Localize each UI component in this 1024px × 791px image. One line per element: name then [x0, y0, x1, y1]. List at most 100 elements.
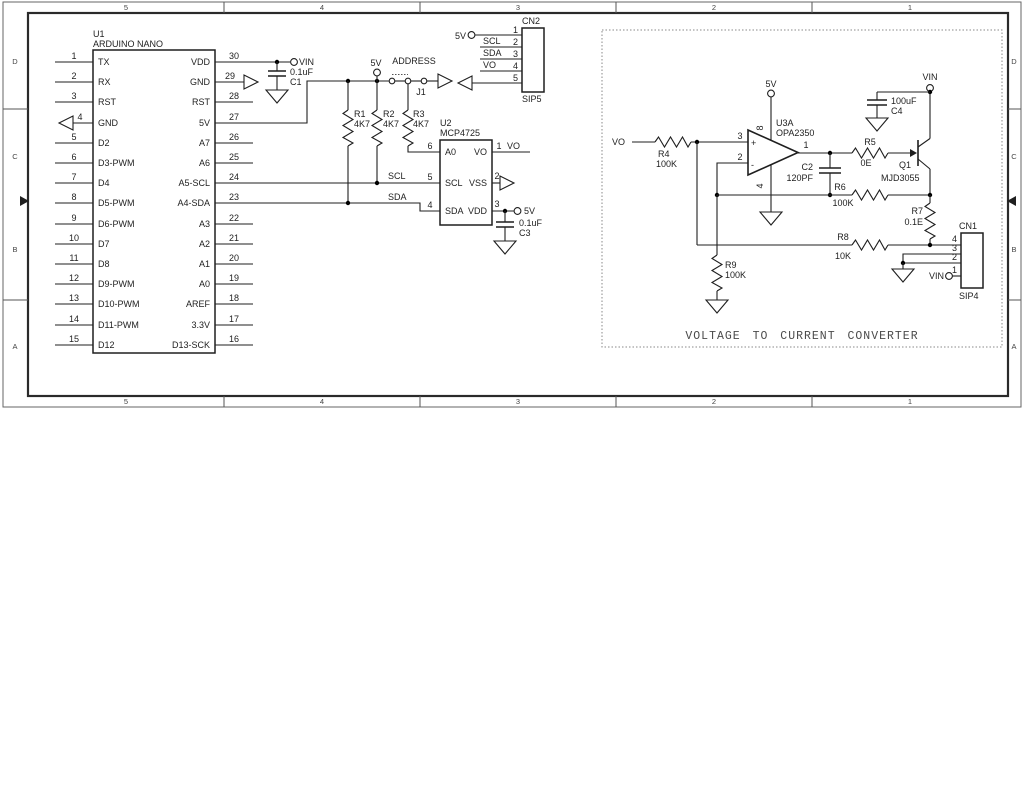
zone-col-label: 4: [320, 3, 324, 12]
net-label: SCL: [388, 171, 406, 181]
gnd-arrow: [437, 73, 453, 89]
resistor: [402, 109, 414, 147]
pin-number: 4: [952, 234, 957, 244]
pin-number: 5: [513, 73, 518, 83]
u3a-opamp: + - 3 2 5V 8 4 U3A OPA2350 1: [716, 79, 852, 226]
net-label: VO: [483, 60, 496, 70]
zone-col-label: 4: [320, 397, 324, 406]
pin-name: VSS: [469, 178, 487, 188]
pullup-network: 5V ADDRESS J1 R1 4K7 R2 4K7 R3 4K7 SCL S…: [342, 56, 453, 206]
refdes: Q1: [899, 160, 911, 170]
net-label: VIN: [922, 72, 937, 82]
pin-number: 24: [229, 172, 239, 182]
pin-number: 26: [229, 132, 239, 142]
pin-name: A4-SDA: [177, 198, 210, 208]
resistor: [371, 109, 383, 147]
pin-name: A1: [199, 259, 210, 269]
refdes: R1: [354, 109, 366, 119]
pin-name: D2: [98, 138, 110, 148]
pin-name: A6: [199, 158, 210, 168]
c4-capacitor: VIN 100uF C4: [865, 72, 938, 139]
pin-number: 1: [71, 51, 76, 61]
pin-name: D9-PWM: [98, 279, 135, 289]
part-name: ARDUINO NANO: [93, 39, 163, 49]
net-label: 5V: [765, 79, 776, 89]
zone-row-label: C: [12, 152, 18, 161]
value: 100K: [832, 198, 853, 208]
refdes: R9: [725, 260, 737, 270]
refdes: CN2: [522, 16, 540, 26]
zone-row-label: D: [1011, 57, 1017, 66]
gnd-symbol: [891, 268, 915, 283]
schematic-sheet: 5 4 3 2 1 5 4 3 2 1 D C B A D C B A U1 A…: [2, 1, 1022, 408]
resistor: [654, 136, 692, 148]
pin-number: 9: [71, 213, 76, 223]
pin-name: D5-PWM: [98, 198, 135, 208]
gnd-arrow: [58, 115, 74, 131]
gnd-symbol: [865, 117, 889, 132]
pin-name: 3.3V: [191, 320, 210, 330]
v5-terminal: [373, 68, 381, 77]
zone-col-label: 3: [516, 397, 520, 406]
pin-number: 15: [69, 334, 79, 344]
gnd-arrow: [499, 175, 515, 191]
pin-number: 3: [513, 49, 518, 59]
pin-name: RST: [98, 97, 117, 107]
zone-row-label: B: [12, 245, 17, 254]
pin-number: 18: [229, 293, 239, 303]
resistor: [711, 254, 723, 292]
pin-name: A0: [199, 279, 210, 289]
pin-number: 1: [803, 140, 808, 150]
resistor: [851, 147, 889, 159]
resistor: [342, 109, 354, 147]
net-label: VO: [612, 137, 625, 147]
opamp-plus: +: [751, 138, 756, 148]
refdes: R7: [911, 206, 923, 216]
net-label: VIN: [929, 271, 944, 281]
part-name: MCP4725: [440, 128, 480, 138]
value: 4K7: [413, 119, 429, 129]
resistor: [924, 202, 936, 240]
refdes: C1: [290, 77, 302, 87]
pin-name: A5-SCL: [178, 178, 210, 188]
pin-name: D11-PWM: [98, 320, 139, 330]
refdes: R4: [658, 149, 670, 159]
pin-number: 2: [737, 152, 742, 162]
pin-number: 20: [229, 253, 239, 263]
pin-name: 5V: [199, 118, 210, 128]
zone-row-label: B: [1011, 245, 1016, 254]
pin-number: 2: [513, 37, 518, 47]
net-label: 5V: [370, 58, 381, 68]
converter-section: VOLTAGE TO CURRENT CONVERTER VO R4 100K …: [601, 29, 1003, 348]
right-center-marker: [1007, 196, 1016, 206]
net-label: VO: [507, 141, 520, 151]
refdes: CN1: [959, 221, 977, 231]
resistor: [851, 239, 889, 251]
pin-number: 8: [71, 192, 76, 202]
value: 0.1E: [904, 217, 923, 227]
pin-name: GND: [98, 118, 119, 128]
value: 100K: [656, 159, 677, 169]
package: SIP4: [959, 291, 979, 301]
c3-capacitor: 0.1uF C3: [493, 211, 543, 255]
pin-number: 3: [952, 243, 957, 253]
zone-col-label: 3: [516, 3, 520, 12]
pin-number: 3: [71, 91, 76, 101]
section-title: VOLTAGE TO CURRENT CONVERTER: [685, 330, 918, 343]
value: 0.1uF: [290, 67, 314, 77]
refdes: C2: [801, 162, 813, 172]
j1-jumper: ADDRESS J1: [388, 56, 436, 97]
pin-name: A7: [199, 138, 210, 148]
pin-number: 5: [71, 132, 76, 142]
refdes: U2: [440, 118, 452, 128]
zone-row-label: A: [12, 342, 17, 351]
value: 120PF: [786, 173, 813, 183]
pin-name: D3-PWM: [98, 158, 135, 168]
pin-name: A3: [199, 219, 210, 229]
pin-name: VO: [474, 147, 487, 157]
pin-number: 8: [755, 125, 765, 130]
pin-name: D4: [98, 178, 110, 188]
net-label: 5V: [524, 206, 535, 216]
pin-number: 4: [427, 200, 432, 210]
